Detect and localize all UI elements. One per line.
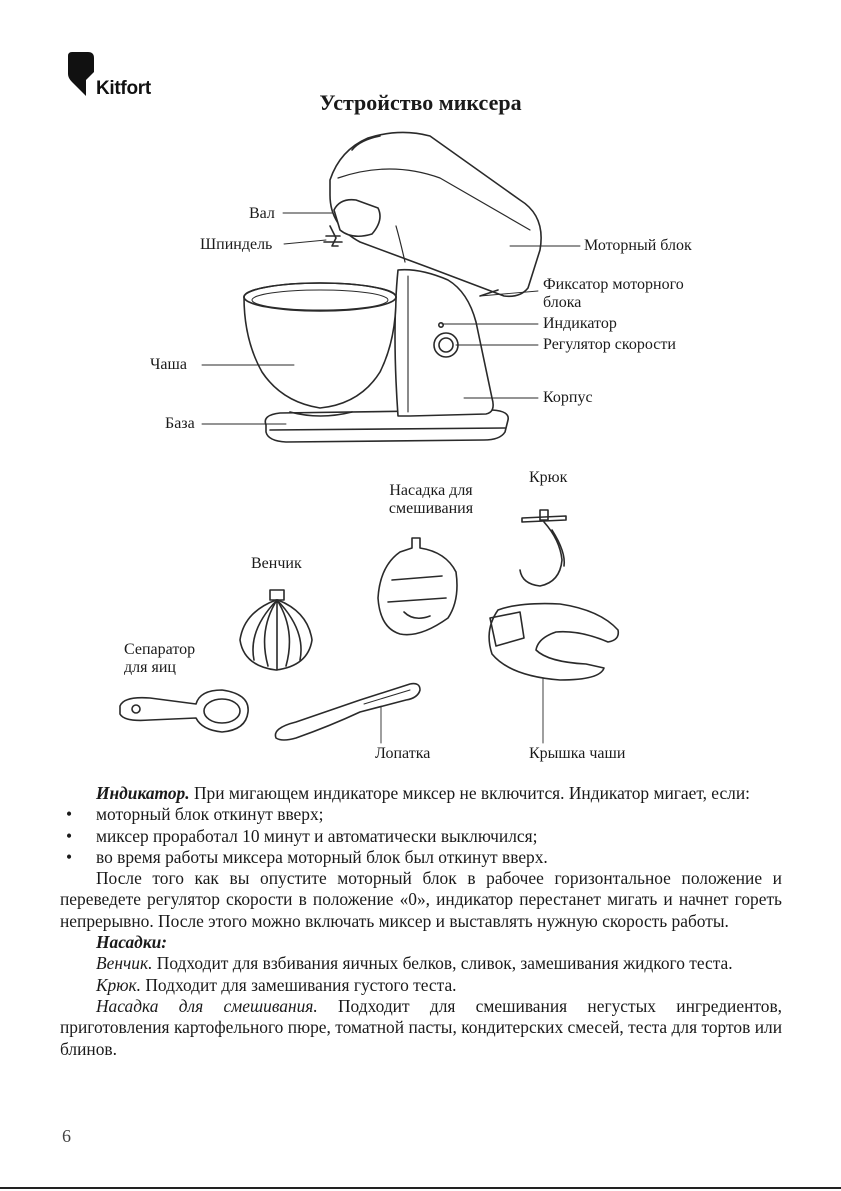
- label-housing: Корпус: [543, 389, 593, 406]
- label-motor-lock: Фиксатор моторного блока: [543, 276, 684, 311]
- label-spindle: Шпиндель: [200, 236, 273, 253]
- label-speed-control: Регулятор скорости: [543, 336, 676, 353]
- label-spatula: Лопатка: [375, 745, 431, 762]
- label-bowl: Чаша: [150, 356, 187, 373]
- label-dough-hook: Крюк: [529, 469, 568, 486]
- brand-name: Kitfort: [96, 78, 151, 99]
- label-base: База: [165, 415, 195, 432]
- indicator-paragraph: Индикатор. При мигающем индикаторе миксе…: [96, 783, 750, 803]
- label-egg-separator: Сепаратор для яиц: [124, 641, 196, 676]
- label-whisk: Венчик: [251, 555, 302, 572]
- whisk-paragraph: Венчик. Подходит для взбивания яичных бе…: [96, 953, 733, 974]
- mixer-diagram: [119, 131, 620, 744]
- attachments-heading: Насадки:: [96, 932, 168, 953]
- list-item: •моторный блок откинут вверх;: [66, 804, 324, 825]
- list-item: •миксер проработал 10 минут и автоматиче…: [66, 825, 538, 846]
- label-mixing-paddle: Насадка для смешивания: [388, 482, 474, 517]
- label-shaft: Вал: [249, 205, 275, 222]
- page-title: Устройство миксера: [319, 90, 522, 115]
- kitfort-logo-icon: [68, 52, 94, 96]
- instructions-text: Индикатор. При мигающем индикаторе миксе…: [60, 783, 782, 1060]
- list-item: •во время работы миксера моторный блок б…: [66, 846, 548, 867]
- label-motor-unit: Моторный блок: [584, 237, 692, 254]
- label-indicator: Индикатор: [543, 315, 617, 332]
- label-bowl-lid: Крышка чаши: [529, 745, 626, 762]
- page-number: 6: [62, 1126, 71, 1146]
- hook-paragraph: Крюк. Подходит для замешивания густого т…: [96, 974, 457, 995]
- bottom-divider: [0, 1187, 841, 1189]
- mixing-paddle-paragraph: Насадка для смешивания. Подходит для сме…: [60, 995, 783, 1059]
- indicator-after-paragraph: После того как вы опустите моторный блок…: [60, 868, 782, 931]
